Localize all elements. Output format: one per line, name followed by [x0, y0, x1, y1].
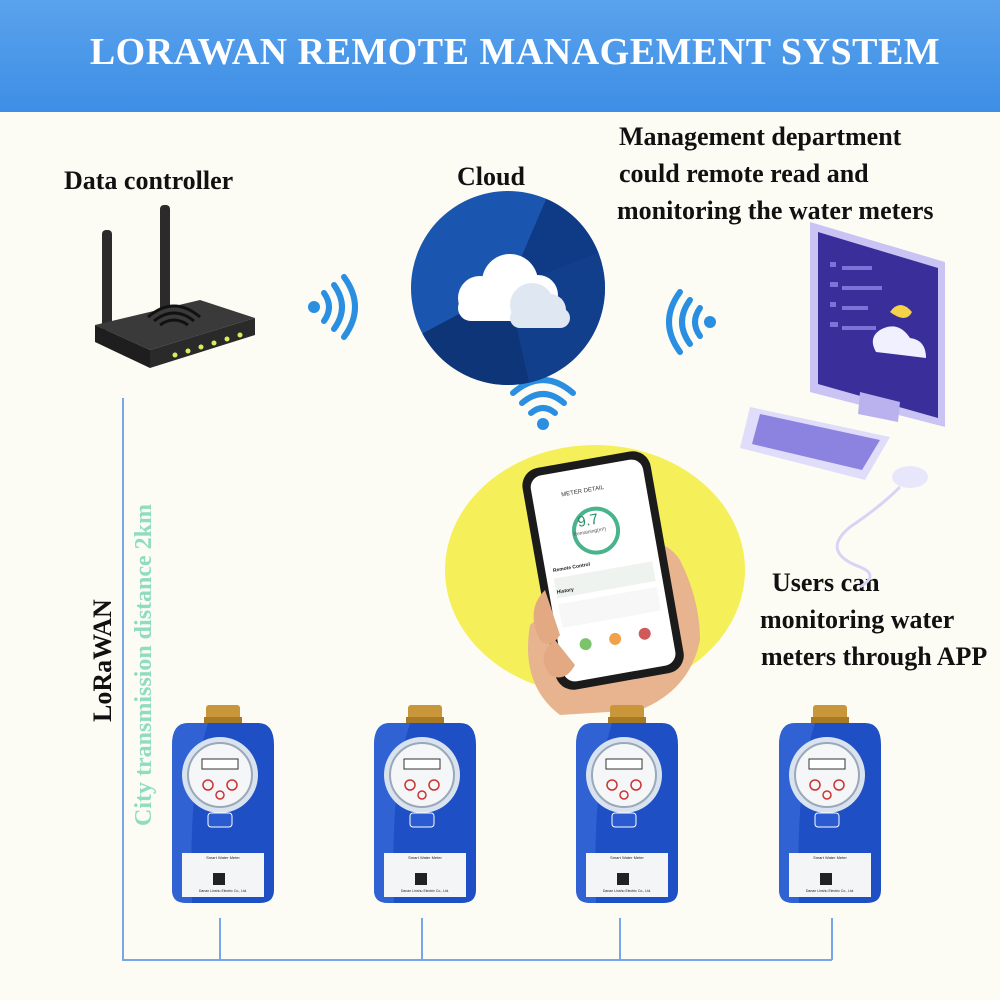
title-banner: LORAWAN REMOTE MANAGEMENT SYSTEM — [0, 0, 1000, 112]
management-label-line3: monitoring the water meters — [617, 196, 934, 225]
wifi-icon-computer — [666, 289, 716, 355]
meter-nameplate-maker: Danan Linshu Electric Co., Ltd. — [602, 889, 652, 893]
phone-app-illustration — [445, 445, 745, 715]
wifi-icon-router — [308, 274, 358, 340]
data-controller-label: Data controller — [64, 166, 234, 195]
meter-nameplate-maker: Danan Linshu Electric Co., Ltd. — [400, 889, 450, 893]
meter-nameplate-maker: Danan Linshu Electric Co., Ltd. — [198, 889, 248, 893]
cloud-label: Cloud — [457, 162, 525, 191]
users-label-line3: meters through APP — [761, 642, 988, 671]
meter-nameplate-title: Smart Water Meter — [206, 855, 240, 860]
water-meter-icon — [374, 705, 476, 903]
meter-nameplate-title: Smart Water Meter — [610, 855, 644, 860]
water-meter-icon — [576, 705, 678, 903]
router-icon — [95, 205, 255, 368]
meter-nameplate-title: Smart Water Meter — [408, 855, 442, 860]
water-meter-icon — [172, 705, 274, 903]
management-label-line2: could remote read and — [619, 159, 869, 188]
users-label-line1: Users can — [772, 568, 880, 597]
page-title: LORAWAN REMOTE MANAGEMENT SYSTEM — [89, 31, 941, 73]
water-meter-icon — [779, 705, 881, 903]
users-label-line2: monitoring water — [760, 605, 955, 634]
cloud-icon — [411, 191, 605, 385]
management-label-line1: Management department — [619, 122, 902, 151]
computer-icon — [740, 222, 945, 589]
meter-nameplate-maker: Danan Linshu Electric Co., Ltd. — [805, 889, 855, 893]
meter-nameplate-title: Smart Water Meter — [813, 855, 847, 860]
wifi-icon-phone — [510, 377, 576, 430]
